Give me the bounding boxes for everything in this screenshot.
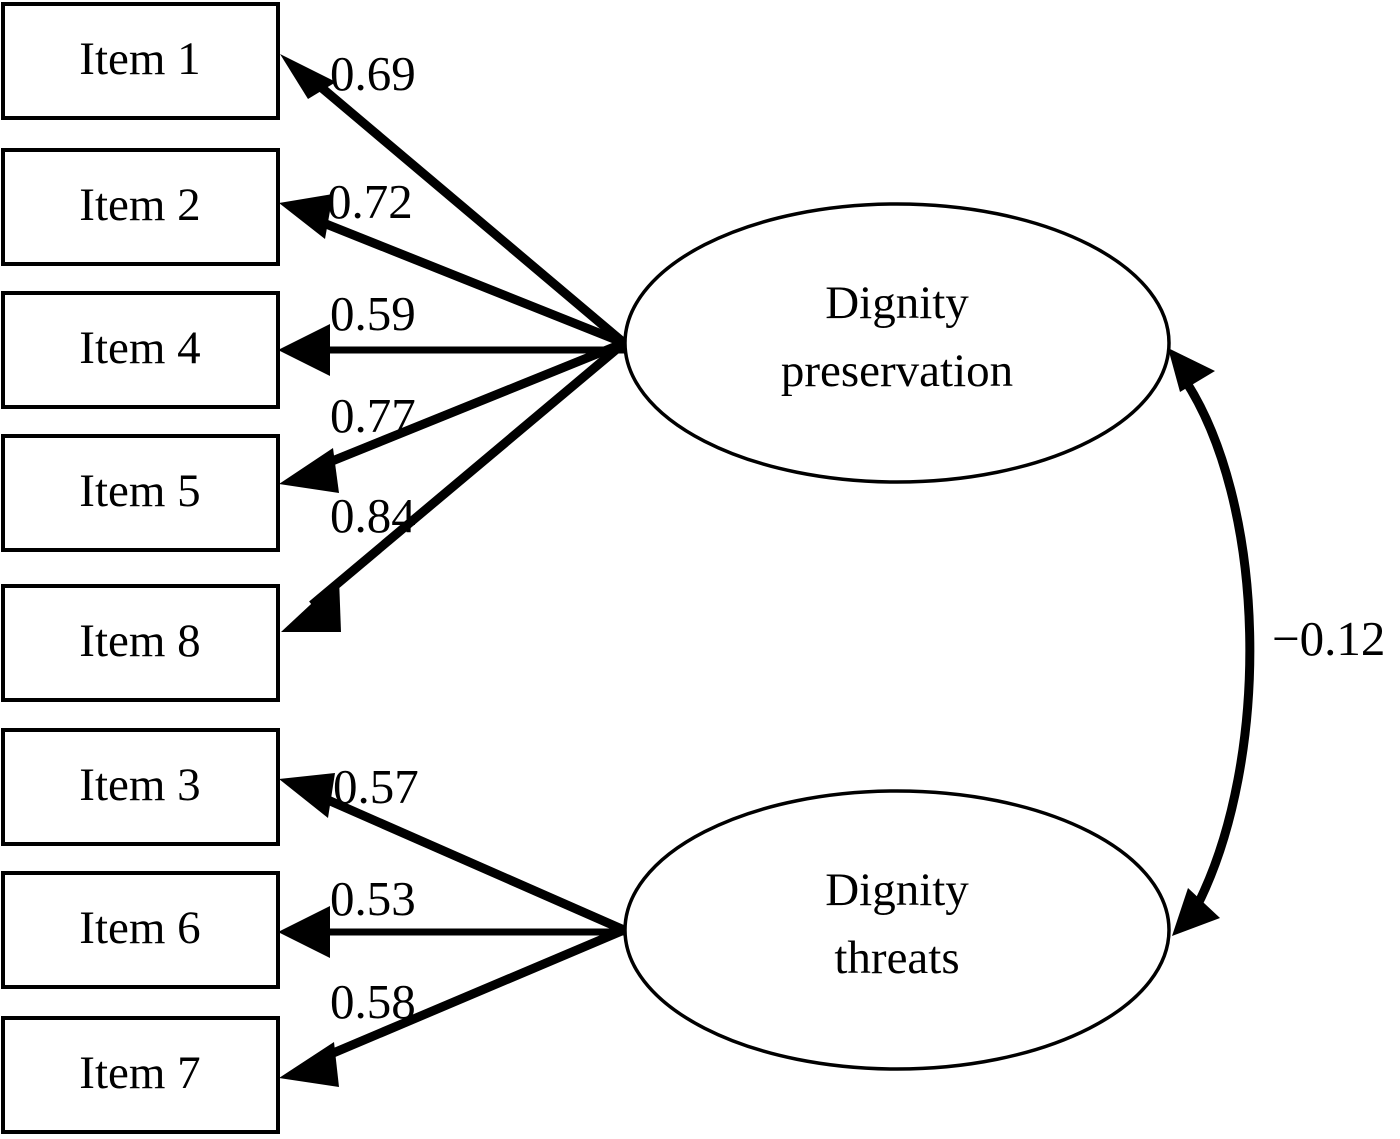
factor-dignity-preservation[interactable]: Dignity preservation (623, 202, 1171, 484)
indicator-label: Item 6 (79, 902, 200, 954)
factor-ellipse-shape[interactable] (623, 202, 1171, 484)
loading-edge-item4 (278, 324, 624, 376)
indicator-label: Item 5 (79, 465, 200, 517)
loading-line-item5 (308, 338, 626, 475)
loading-value-item4: 0.59 (330, 286, 416, 341)
indicator-box-rect[interactable] (1, 291, 280, 409)
covariance-curve (1177, 371, 1255, 911)
covariance-arrowhead-bottom (1172, 888, 1220, 936)
arrowhead-item6 (278, 906, 330, 958)
loading-line-item8 (309, 339, 627, 609)
loading-value-item7: 0.58 (330, 974, 416, 1029)
arrowhead-item1 (280, 54, 336, 99)
indicator-label: Item 2 (79, 179, 200, 231)
covariance-value: −0.12 (1272, 611, 1385, 666)
loading-edge-item3 (279, 773, 626, 935)
loading-edge-item8 (281, 339, 627, 632)
indicator-item2[interactable]: Item 2 (1, 148, 280, 266)
arrowhead-item8 (281, 578, 341, 632)
indicator-box-rect[interactable] (1, 2, 280, 120)
loading-value-item8: 0.84 (330, 488, 416, 543)
loading-value-item3: 0.57 (333, 759, 419, 814)
loading-line-item2 (304, 211, 626, 348)
loading-edge-item7 (279, 925, 626, 1087)
covariance-edge (1168, 348, 1255, 936)
indicator-box-rect[interactable] (1, 434, 280, 552)
loading-line-item3 (310, 788, 626, 935)
indicator-label: Item 8 (79, 615, 200, 667)
indicator-item5[interactable]: Item 5 (1, 434, 280, 552)
arrowhead-item5 (279, 448, 339, 493)
indicator-box-rect[interactable] (1, 1016, 280, 1134)
loading-edge-item1 (280, 54, 627, 347)
indicator-item8[interactable]: Item 8 (1, 584, 280, 702)
loading-edge-item2 (279, 194, 626, 348)
loading-line-item1 (300, 68, 627, 347)
factor-label-line2: threats (834, 932, 959, 984)
indicator-box-rect[interactable] (1, 148, 280, 266)
factor-ellipse-shape[interactable] (623, 789, 1171, 1071)
loading-edge-item5 (279, 338, 626, 493)
factor-dignity-threats[interactable]: Dignity threats (623, 789, 1171, 1071)
indicator-box-rect[interactable] (1, 871, 280, 989)
coefficient-labels: 0.69 0.72 0.59 0.77 0.84 0.57 0.53 0.58 … (327, 46, 1385, 1029)
arrowhead-item2 (279, 194, 333, 239)
indicator-label: Item 3 (79, 759, 200, 811)
loading-value-item5: 0.77 (330, 388, 416, 443)
indicator-box-rect[interactable] (1, 728, 280, 846)
indicator-label: Item 7 (79, 1047, 200, 1099)
indicator-box-rect[interactable] (1, 584, 280, 702)
arrowhead-item4 (278, 324, 330, 376)
indicator-item1[interactable]: Item 1 (1, 2, 280, 120)
indicator-boxes: Item 1 Item 2 Item 4 Item 5 Item 8 Item … (1, 2, 280, 1134)
loading-value-item6: 0.53 (330, 871, 416, 926)
loading-value-item1: 0.69 (330, 46, 416, 101)
indicator-item4[interactable]: Item 4 (1, 291, 280, 409)
arrowhead-item7 (279, 1042, 339, 1087)
loading-line-item7 (310, 925, 626, 1067)
indicator-label: Item 4 (79, 322, 200, 374)
indicator-label: Item 1 (79, 33, 200, 85)
factor-label-line1: Dignity (825, 864, 969, 916)
covariance-arrowhead-top (1168, 348, 1215, 392)
factor-label-line1: Dignity (825, 277, 969, 329)
indicator-item3[interactable]: Item 3 (1, 728, 280, 846)
arrowhead-item3 (279, 773, 335, 818)
loading-edge-item6 (278, 906, 624, 958)
loading-value-item2: 0.72 (327, 174, 413, 229)
indicator-item7[interactable]: Item 7 (1, 1016, 280, 1134)
indicator-item6[interactable]: Item 6 (1, 871, 280, 989)
factor-label-line2: preservation (781, 345, 1013, 397)
